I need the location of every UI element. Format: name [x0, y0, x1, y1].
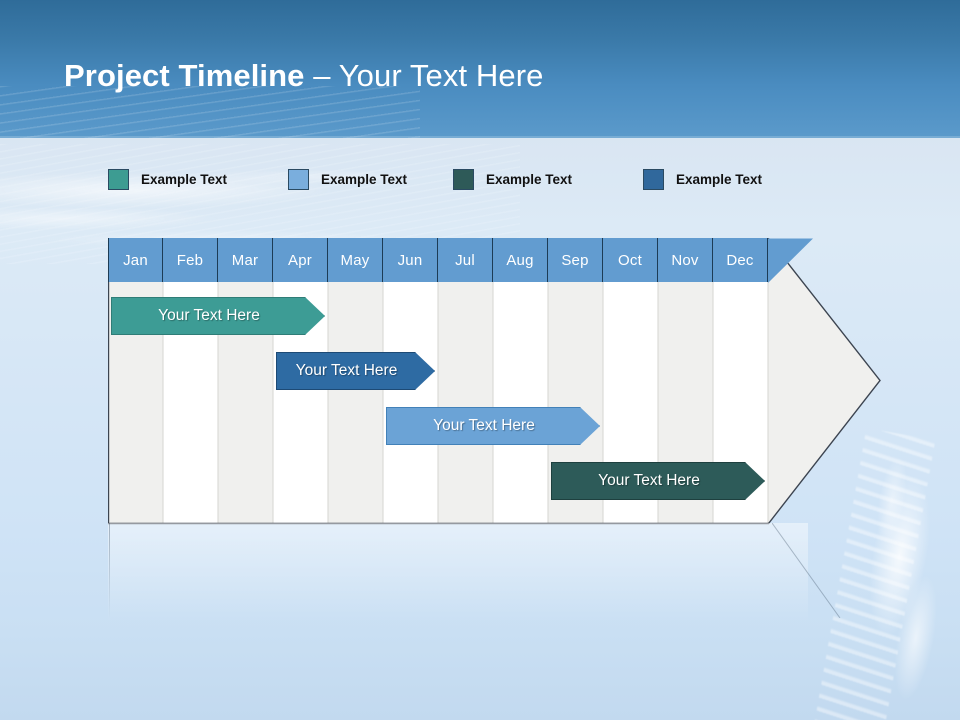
timeline-task-label: Your Text Here: [598, 472, 700, 489]
legend-item[interactable]: Example Text: [643, 169, 762, 190]
month-header-sep[interactable]: Sep: [548, 238, 603, 282]
month-header-mar[interactable]: Mar: [218, 238, 273, 282]
page-title-strong: Project Timeline: [64, 58, 305, 93]
legend-item[interactable]: Example Text: [288, 169, 407, 190]
month-header-jul[interactable]: Jul: [438, 238, 493, 282]
timeline-task-bar[interactable]: Your Text Here: [276, 352, 435, 390]
timeline-task-bar[interactable]: Your Text Here: [111, 297, 325, 335]
chart-reflection-edge-left: [109, 523, 110, 618]
legend-item[interactable]: Example Text: [453, 169, 572, 190]
legend-item[interactable]: Example Text: [108, 169, 227, 190]
month-header-feb[interactable]: Feb: [163, 238, 218, 282]
legend-color-swatch: [643, 169, 664, 190]
month-header-oct[interactable]: Oct: [603, 238, 658, 282]
month-header-may[interactable]: May: [328, 238, 383, 282]
title-band: [0, 0, 960, 138]
legend: Example Text Example Text Example Text Exam…: [108, 169, 808, 193]
timeline-task-bar[interactable]: Your Text Here: [386, 407, 600, 445]
legend-color-swatch: [108, 169, 129, 190]
legend-item-label: Example Text: [141, 172, 228, 187]
legend-item-label: Example Text: [486, 172, 573, 187]
month-header-arrow-tip: [768, 238, 813, 283]
timeline-task-label: Your Text Here: [295, 362, 398, 379]
chart-reflection: [108, 523, 808, 623]
month-header-jan[interactable]: Jan: [108, 238, 163, 282]
month-header-apr[interactable]: Apr: [273, 238, 328, 282]
page-title-separator: –: [304, 58, 339, 93]
month-header-nov[interactable]: Nov: [658, 238, 713, 282]
legend-color-swatch: [288, 169, 309, 190]
timeline-task-label: Your Text Here: [158, 307, 260, 324]
month-header-jun[interactable]: Jun: [383, 238, 438, 282]
legend-color-swatch: [453, 169, 474, 190]
chart-reflection-edge-right: [772, 523, 841, 618]
month-header-dec[interactable]: Dec: [713, 238, 768, 282]
month-header-aug[interactable]: Aug: [493, 238, 548, 282]
header-wave-texture: [0, 86, 420, 138]
legend-item-label: Example Text: [321, 172, 408, 187]
page-title: Project Timeline – Your Text Here: [64, 58, 543, 94]
timeline-task-label: Your Text Here: [433, 417, 535, 434]
timeline-task-bar[interactable]: Your Text Here: [551, 462, 765, 500]
legend-item-label: Example Text: [676, 172, 763, 187]
page-title-light: Your Text Here: [338, 58, 544, 93]
